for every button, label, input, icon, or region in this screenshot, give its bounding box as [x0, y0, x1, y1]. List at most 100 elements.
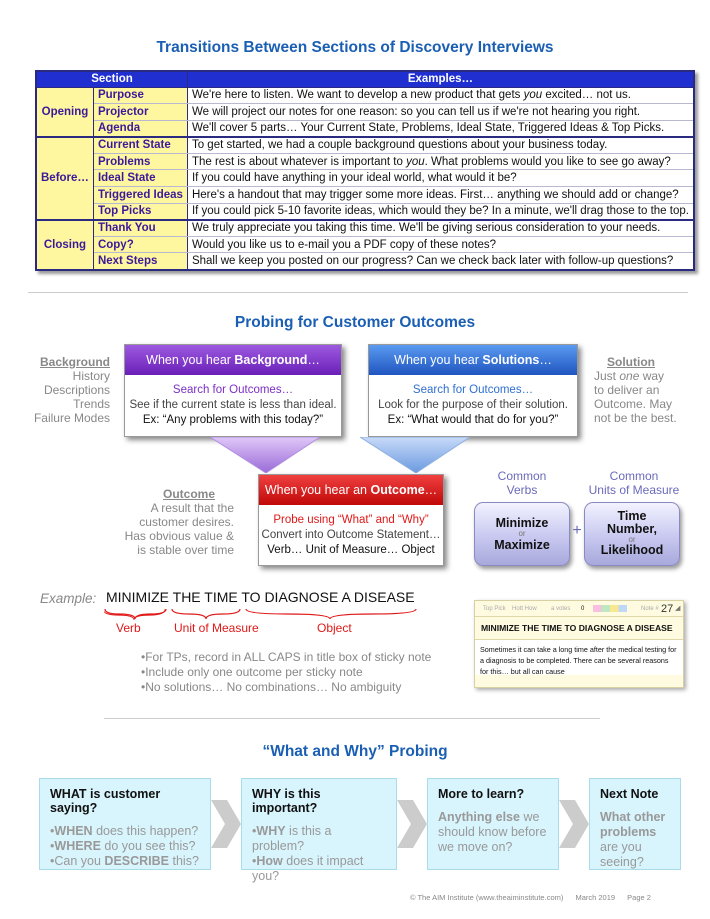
solutions-box-header: When you hear Solutions…	[369, 345, 577, 375]
footer-date: March 2019	[575, 893, 616, 902]
background-item: History	[72, 369, 110, 383]
table-row: Copy?Would you like us to e-mail you a P…	[36, 236, 694, 254]
probing-title: Probing for Customer Outcomes	[234, 314, 476, 331]
example-verb: MINIMIZE	[106, 589, 169, 605]
example-label: Example:	[40, 591, 97, 606]
learn-box-title: More to learn?	[438, 787, 525, 801]
chevron-right-icon	[559, 800, 589, 848]
object-caption: Object	[317, 621, 352, 635]
unit-likelihood: Likelihood	[600, 543, 664, 557]
solutions-box-line: Search for Outcomes…	[412, 384, 534, 396]
section-name: Opening	[36, 87, 94, 138]
what-box-title: WHAT is customer saying?	[50, 787, 161, 815]
verb-minimize: Minimize	[495, 516, 549, 530]
subsection-name: Agenda	[93, 120, 188, 138]
subsection-name: Projector	[93, 103, 188, 121]
example-text: The rest is about whatever is important …	[187, 153, 694, 171]
section-header: Section	[35, 70, 188, 88]
background-arrow	[210, 437, 320, 473]
outcome-box-line: Convert into Outcome Statement…	[261, 529, 441, 541]
subsection-name: Copy?	[93, 236, 188, 254]
section-name: Closing	[36, 218, 94, 271]
chevron-right-icon	[211, 800, 241, 848]
sticky-note: Top Pick Hott How a votes 0 Note # 27 ◢ …	[474, 600, 684, 688]
section-name: Before…	[36, 135, 94, 221]
subsection-name: Thank You	[93, 218, 188, 237]
outcome-box: When you hear an Outcome… Probe using “W…	[258, 474, 444, 566]
background-item: Descriptions	[43, 383, 110, 397]
next-note-title: Next Note	[600, 787, 659, 801]
why-box: WHY is this important? •WHY is this a pr…	[241, 778, 397, 883]
solution-line: to deliver an	[594, 383, 660, 397]
example-statement: MINIMIZE THE TIME TO DIAGNOSE A DISEASE	[106, 589, 415, 605]
example-unit: THE TIME	[172, 589, 238, 605]
background-item: Trends	[73, 397, 110, 411]
what-why-title: “What and Why” Probing	[262, 743, 448, 760]
subsection-name: Next Steps	[93, 252, 188, 271]
chevron-right-icon	[397, 800, 427, 848]
outcome-box-line: Probe using “What” and “Why”	[273, 514, 429, 526]
verb-caption: Verb	[116, 621, 141, 635]
or-label: or	[628, 535, 636, 544]
solutions-box: When you hear Solutions… Search for Outc…	[368, 344, 578, 437]
subsection-name: Current State	[93, 135, 188, 154]
example-text: We're here to listen. We want to develop…	[187, 87, 694, 105]
example-text: To get started, we had a couple backgrou…	[187, 135, 694, 154]
unit-time: Time	[617, 509, 647, 523]
outcome-label: Outcome	[162, 487, 215, 501]
example-text: We truly appreciate you taking this time…	[187, 218, 694, 237]
units-pill: Time Number, or Likelihood	[584, 502, 680, 566]
outcome-box-line: Verb… Unit of Measure… Object	[267, 544, 435, 556]
footer-copyright: © The AIM Institute (www.theaiminstitute…	[410, 893, 564, 902]
solutions-box-line: Look for the purpose of their solution.	[378, 399, 568, 411]
plus-sign: +	[572, 522, 582, 539]
background-box: When you hear Background… Search for Out…	[124, 344, 342, 437]
example-text: If you could pick 5-10 favorite ideas, w…	[187, 203, 694, 221]
verbs-pill: Minimize or Maximize	[474, 502, 570, 566]
footer: © The AIM Institute (www.theaiminstitute…	[410, 893, 651, 902]
unit-caption: Unit of Measure	[174, 621, 259, 635]
example-text: If you could have anything in your ideal…	[187, 169, 694, 188]
subsection-name: Purpose	[93, 87, 188, 105]
learn-box: More to learn? Anything else we should k…	[427, 778, 559, 870]
sticky-title: MINIMIZE THE TIME TO DIAGNOSE A DISEASE	[481, 623, 673, 633]
outcome-line: A result that the	[150, 501, 234, 515]
subsection-name: Triggered Ideas	[93, 186, 188, 204]
outcome-line: Has obvious value &	[124, 529, 234, 543]
outcome-line: customer desires.	[139, 515, 234, 529]
unit-number: Number,	[606, 522, 658, 536]
solution-line: not be the best.	[594, 411, 677, 425]
example-object: TO DIAGNOSE A DISEASE	[241, 589, 415, 605]
background-label: Background	[39, 355, 110, 369]
example-text: Here's a handout that may trigger some m…	[187, 186, 694, 204]
tip: •For TPs, record in ALL CAPS in title bo…	[141, 650, 432, 664]
sticky-toolbar: Top Pick Hott How a votes 0 Note # 27 ◢	[475, 601, 683, 617]
example-text: Would you like us to e-mail you a PDF co…	[187, 236, 694, 254]
sticky-body: Sometimes it can take a long time after …	[475, 639, 683, 675]
what-box: WHAT is customer saying? •WHEN does this…	[39, 778, 211, 870]
example-text: We will project our notes for one reason…	[187, 103, 694, 121]
example-brackets	[104, 608, 417, 621]
subsection-name: Top Picks	[93, 203, 188, 221]
tips-list: •For TPs, record in ALL CAPS in title bo…	[141, 650, 431, 695]
solutions-box-line: Ex: “What would that do for you?”	[387, 414, 559, 426]
background-box-line: Ex: “Any problems with this today?”	[142, 414, 324, 426]
background-box-line: See if the current state is less than id…	[129, 399, 337, 411]
or-label: or	[518, 529, 526, 538]
why-box-title: WHY is this important?	[252, 787, 321, 815]
next-note-box: Next Note What other problems are you se…	[589, 778, 681, 870]
transitions-title: Transitions Between Sections of Discover…	[156, 39, 554, 56]
background-box-header: When you hear Background…	[125, 345, 341, 375]
solution-line: Just one way	[594, 369, 665, 383]
background-box-line: Search for Outcomes…	[172, 384, 294, 396]
